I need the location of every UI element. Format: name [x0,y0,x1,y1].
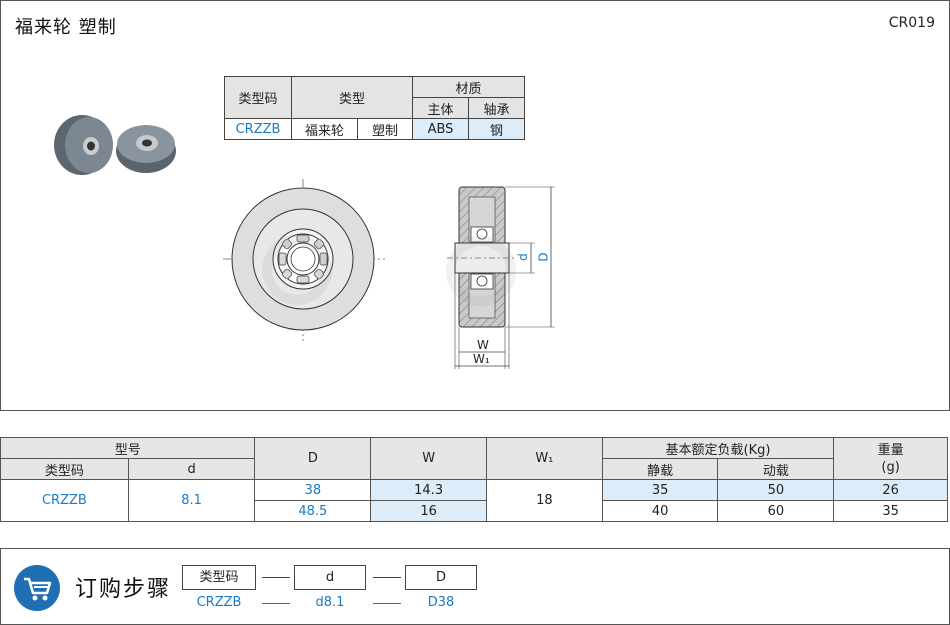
spec-panel: 型号 D W W₁ 基本额定负载(Kg) 重量 (g) 类型码 d 静载 动载 … [0,437,950,523]
order-step-type-code: 类型码 [182,565,256,590]
d-cell: 8.1 [127,479,256,522]
dynamic-cell-1: 50 [717,479,835,501]
order-connector-1 [262,577,290,578]
type-header: 类型 [291,76,413,119]
type-code-cell: CRZZB [224,118,292,140]
spec-table: 型号 D W W₁ 基本额定负载(Kg) 重量 (g) 类型码 d 静载 动载 … [0,437,948,522]
dim-label-D: D [536,252,551,262]
load-header: 基本额定负载(Kg) [601,437,835,459]
type-cell-1: 福来轮 [291,118,358,140]
D-cell-2: 48.5 [254,500,372,522]
order-value-D: D38 [427,595,455,610]
body-cell: ABS [412,118,469,140]
product-photo [54,115,176,175]
W1-cell: 18 [486,479,603,522]
order-value-type-code: CRZZB [196,595,242,610]
product-panel: 福来轮 塑制 CR019 类型码 类型 材质 主体 轴承 CRZZB 福来轮 塑… [0,0,950,411]
W-cell-1: 14.3 [370,479,487,501]
weight-cell-1: 26 [833,479,948,501]
static-cell-1: 35 [601,479,719,501]
D-header: D [254,437,372,480]
weight-header-label: 重量 [877,442,904,458]
order-connector-2 [373,577,401,578]
W-cell-2: 16 [370,500,487,522]
type-code-header: 类型码 [224,76,292,119]
body-header: 主体 [412,97,469,119]
type-table: 类型码 类型 材质 主体 轴承 CRZZB 福来轮 塑制 ABS 钢 [224,76,525,140]
order-step-D: D [405,565,477,590]
D-cell-1: 38 [254,479,372,501]
type-cell-2: 塑制 [357,118,413,140]
section-view-drawing [447,186,555,369]
order-title: 订购步骤 [75,577,172,602]
bearing-cell: 钢 [468,118,525,140]
W-header: W [370,437,487,480]
order-step-d: d [294,565,366,590]
dim-label-d: d [515,253,530,261]
W1-header: W₁ [486,437,603,480]
product-title: 福来轮 塑制 [15,17,117,38]
model-header: 型号 [0,437,256,459]
static-header: 静载 [601,458,719,480]
dim-label-W: W [477,338,489,352]
cart-icon [14,565,60,611]
order-value-d: d8.1 [315,595,345,610]
dim-label-W1: W₁ [473,352,490,366]
material-header: 材质 [412,76,525,98]
order-value-connector-1 [262,603,290,604]
static-cell-2: 40 [601,500,719,522]
bearing-header: 轴承 [468,97,525,119]
order-panel: 订购步骤 类型码 d D CRZZB d8.1 D38 [0,548,950,625]
type-code-header: 类型码 [0,458,129,480]
type-code-cell: CRZZB [0,479,129,522]
product-code: CR019 [888,15,935,31]
dynamic-cell-2: 60 [717,500,835,522]
front-view-drawing [223,179,385,341]
d-header: d [127,458,256,480]
weight-cell-2: 35 [833,500,948,522]
weight-header: 重量 (g) [833,437,948,480]
weight-header-unit: (g) [881,459,900,475]
dynamic-header: 动载 [717,458,835,480]
order-value-connector-2 [373,603,401,604]
